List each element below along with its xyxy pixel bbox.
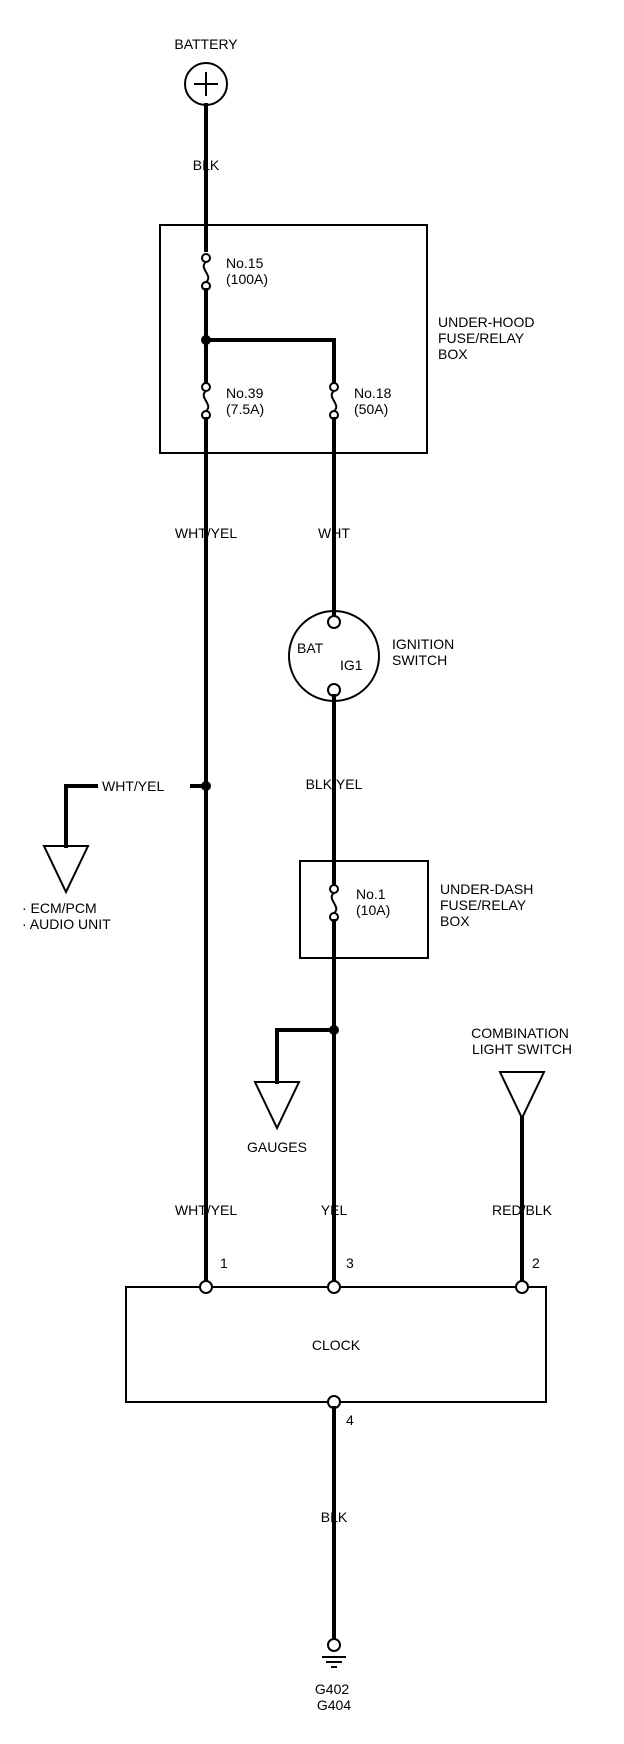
under-dash-box-label: UNDER-DASH FUSE/RELAY BOX bbox=[440, 881, 537, 929]
wire-label-wht-yel-clock: WHT/YEL bbox=[175, 1202, 237, 1218]
under-hood-fuse-box bbox=[159, 224, 428, 454]
ground-labels: G402 G404 bbox=[315, 1681, 353, 1713]
battery-symbol bbox=[184, 62, 228, 106]
fuse-no18-rating: (50A) bbox=[354, 401, 388, 417]
ignition-terminal-bat bbox=[327, 615, 341, 629]
fuse-no39-rating: (7.5A) bbox=[226, 401, 264, 417]
fuse-no18 bbox=[329, 382, 339, 420]
ground-terminal bbox=[327, 1638, 341, 1652]
wire-label-wht: WHT bbox=[318, 525, 350, 541]
ignition-switch-label: IGNITION SWITCH bbox=[392, 636, 458, 668]
clock-label: CLOCK bbox=[312, 1337, 361, 1353]
combination-light-switch-label: COMBINATION LIGHT SWITCH bbox=[471, 1025, 573, 1057]
wire-label-red-blk: RED/BLK bbox=[492, 1202, 553, 1218]
fuse-no15-name: No.15 bbox=[226, 255, 264, 271]
gauges-label: GAUGES bbox=[247, 1139, 307, 1155]
clock-pin-4-label: 4 bbox=[346, 1412, 354, 1428]
fuse-no1-name: No.1 bbox=[356, 886, 386, 902]
fuse-no1-rating: (10A) bbox=[356, 902, 390, 918]
fuse-no39-name: No.39 bbox=[226, 385, 264, 401]
wire-gauges-branch bbox=[275, 1028, 336, 1084]
wire-label-blk-ground: BLK bbox=[321, 1509, 348, 1525]
wire-label-wht-yel-upper: WHT/YEL bbox=[175, 525, 237, 541]
wire-label-blk-yel: BLK/YEL bbox=[306, 776, 363, 792]
clock-pin-2-label: 2 bbox=[532, 1255, 540, 1271]
fuse-no15 bbox=[201, 253, 211, 291]
wire-ecm-branch bbox=[64, 784, 98, 848]
ground-symbol bbox=[322, 1656, 346, 1668]
clock-pin-1-label: 1 bbox=[220, 1255, 228, 1271]
ignition-bat-label: BAT bbox=[297, 640, 324, 656]
fuse-no15-rating: (100A) bbox=[226, 271, 268, 287]
wire-label-yel: YEL bbox=[321, 1202, 348, 1218]
fuse-no39 bbox=[201, 382, 211, 420]
clock-pin-1 bbox=[199, 1280, 213, 1294]
ecm-destinations: · ECM/PCM · AUDIO UNIT bbox=[22, 900, 111, 932]
fuse-no1 bbox=[329, 884, 339, 922]
battery-label: BATTERY bbox=[174, 36, 238, 52]
ignition-ig1-label: IG1 bbox=[340, 657, 363, 673]
gauges-connector-arrow bbox=[253, 1081, 301, 1131]
wire-label-wht-yel-ecm: WHT/YEL bbox=[102, 778, 164, 794]
under-dash-fuse-box bbox=[299, 860, 429, 959]
clock-pin-3-label: 3 bbox=[346, 1255, 354, 1271]
clock-pin-3 bbox=[327, 1280, 341, 1294]
clock-pin-2 bbox=[515, 1280, 529, 1294]
combination-switch-connector-arrow bbox=[498, 1071, 546, 1121]
fuse-no18-name: No.18 bbox=[354, 385, 392, 401]
wire-bus-to-fuse18 bbox=[204, 338, 336, 385]
under-hood-box-label: UNDER-HOOD FUSE/RELAY BOX bbox=[438, 314, 538, 362]
ecm-connector-arrow bbox=[42, 845, 90, 895]
wire-label-blk-battery: BLK bbox=[193, 157, 220, 173]
